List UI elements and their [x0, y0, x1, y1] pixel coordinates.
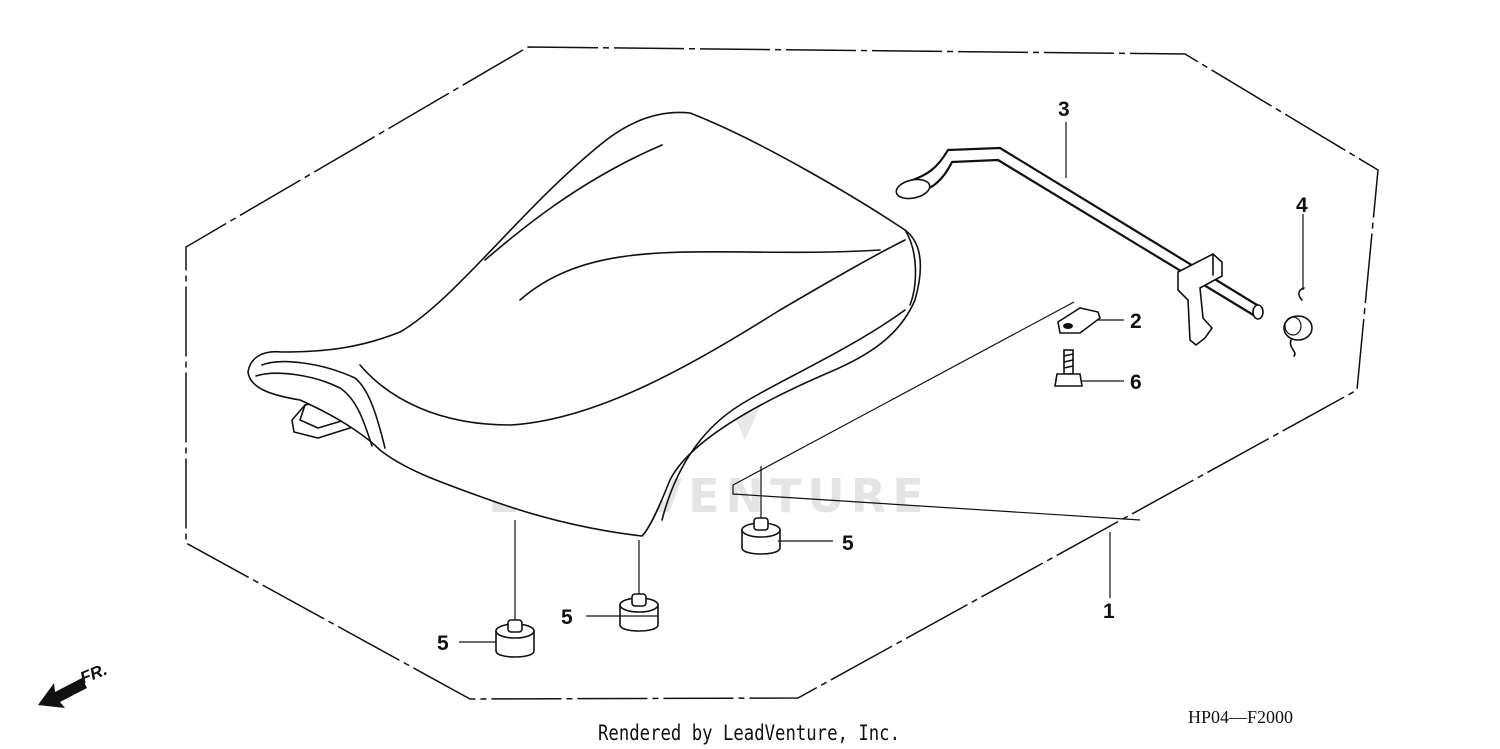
seat-cushion — [247, 111, 922, 537]
assembly-boundary — [185, 46, 1379, 700]
direction-label: FR. — [77, 660, 110, 688]
seat-lock-hook — [1177, 253, 1223, 347]
callout-6: 6 — [1130, 371, 1142, 394]
arrow-front-icon: FR. — [38, 660, 110, 708]
credit-line: Rendered by LeadVenture, Inc. — [598, 721, 900, 745]
cushion-rubber-b — [619, 593, 659, 632]
cushion-rubber-a — [495, 619, 535, 658]
diagram-code: HP04—F2000 — [1188, 707, 1293, 727]
seat-assembly — [247, 111, 922, 537]
callout-1: 1 — [1103, 600, 1115, 623]
seat-lock-rod — [895, 146, 1264, 347]
spring — [1283, 287, 1313, 357]
leader-lines — [459, 122, 1304, 643]
setting-plate — [1057, 307, 1101, 334]
callout-5-left: 5 — [437, 632, 449, 655]
callout-5-right: 5 — [842, 532, 854, 555]
callout-5-middle: 5 — [561, 606, 573, 629]
callout-2: 2 — [1130, 310, 1142, 333]
callout-3: 3 — [1058, 98, 1070, 121]
cushion-rubber-c — [741, 517, 781, 555]
callout-4: 4 — [1296, 194, 1308, 217]
bolt — [1054, 349, 1083, 387]
